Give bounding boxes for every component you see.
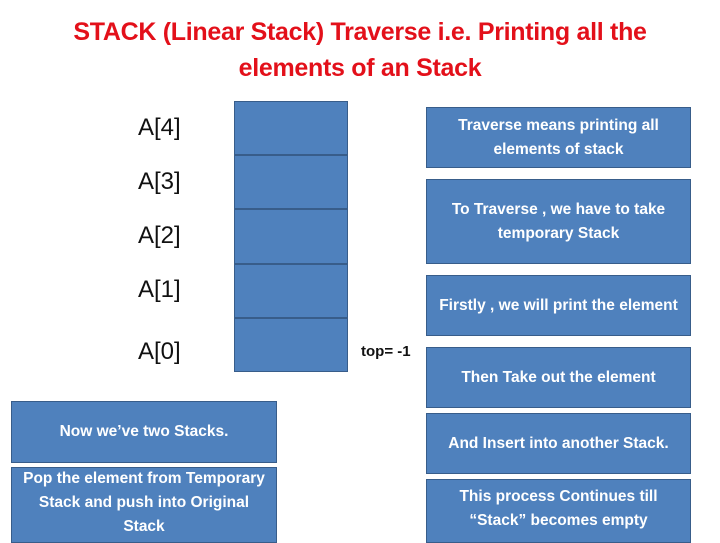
stack-cell-4 [235,102,347,157]
step-box-4: Then Take out the element [426,347,691,408]
slide-title: STACK (Linear Stack) Traverse i.e. Print… [73,18,647,82]
index-label-a0: A[0] [138,338,181,365]
stack-array [234,101,348,372]
top-pointer-label: top= -1 [361,343,411,360]
stack-cell-2 [235,210,347,265]
left-step-box-1: Now we’ve two Stacks. [11,401,277,463]
index-label-a2: A[2] [138,222,181,249]
index-label-a3: A[3] [138,168,181,195]
stack-cell-3 [235,156,347,211]
step-box-2: To Traverse , we have to take temporary … [426,179,691,264]
step-box-5: And Insert into another Stack. [426,413,691,474]
stack-cell-0 [235,319,347,371]
index-label-a4: A[4] [138,114,181,141]
step-box-1: Traverse means printing all elements of … [426,107,691,168]
left-step-box-2: Pop the element from Temporary Stack and… [11,467,277,543]
index-label-a1: A[1] [138,276,181,303]
stack-cell-1 [235,265,347,319]
step-box-6: This process Continues till “Stack” beco… [426,479,691,543]
step-box-3: Firstly , we will print the element [426,275,691,336]
